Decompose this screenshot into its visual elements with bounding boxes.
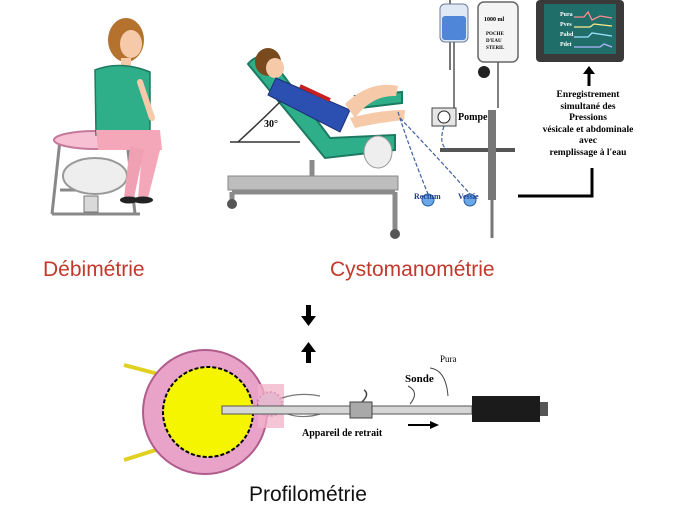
caption-cystomanometrie: Cystomanométrie [330,258,495,281]
gauge-icon [478,66,490,78]
recording-line: Pressions [569,113,607,123]
recording-connector [518,168,594,198]
wheel-icon [390,229,400,239]
bag-volume-label: 1000 ml [484,17,505,23]
appareil-label: Appareil de retrait [302,428,383,439]
monitor-trace-label: Pdet [560,42,572,48]
down-arrow-icon [301,305,316,326]
toilet-bowl [62,157,128,195]
catheter-lines [397,111,471,195]
recording-text-block: Enregistrement simultané des Pressions v… [512,90,664,159]
monitor-screen [544,4,616,54]
probe-hook [361,389,368,403]
flow-container [83,195,99,213]
recording-line: simultané des [560,101,616,112]
monitor-traces [574,10,613,48]
seated-woman [94,18,162,204]
bag-line2-label: D'EAU [486,39,502,44]
probe-catheter [221,405,473,415]
arrow-up-icon [583,66,595,74]
iv-bag-left-fill [442,16,466,40]
recording-line: avec [579,136,597,146]
pompe-label: Pompe [458,112,488,123]
trolley-base [227,175,399,191]
angle-arc [237,99,283,143]
pura-label: Pura [440,354,457,364]
vessie-label: Vessie [458,192,479,201]
angle-label: 30° [264,119,278,130]
bag-line1-label: POCHE [486,32,504,37]
bucket [363,135,393,169]
monitor-trace-label: Pves [560,22,572,28]
reclined-patient [255,48,405,133]
bag-line3-label: STERIL [486,46,505,51]
monitor-trace-label: Pabd [560,32,574,38]
recording-line: vésicale et abdominale [542,124,634,135]
caption-profilometrie: Profilométrie [249,483,367,506]
puller-motor-cap [540,402,548,416]
sonde-lead [407,385,415,405]
recording-line: remplissage à l'eau [549,147,627,158]
puller-motor [472,396,540,422]
rectum-label: Rectum [414,192,441,201]
sonde-label: Sonde [405,373,434,385]
recording-line: Enregistrement [556,90,620,100]
exam-trolley [229,160,398,230]
pump-dial-icon [437,110,451,124]
caption-debimetrie: Débimétrie [43,258,145,281]
arrow-right-icon [430,421,439,429]
transducer-holder [488,110,496,200]
monitor-trace-label: Pura [560,12,573,18]
pura-lead [429,367,449,397]
up-arrow-icon [301,342,316,363]
probe-clip [349,401,373,419]
wheel-icon [227,199,237,209]
